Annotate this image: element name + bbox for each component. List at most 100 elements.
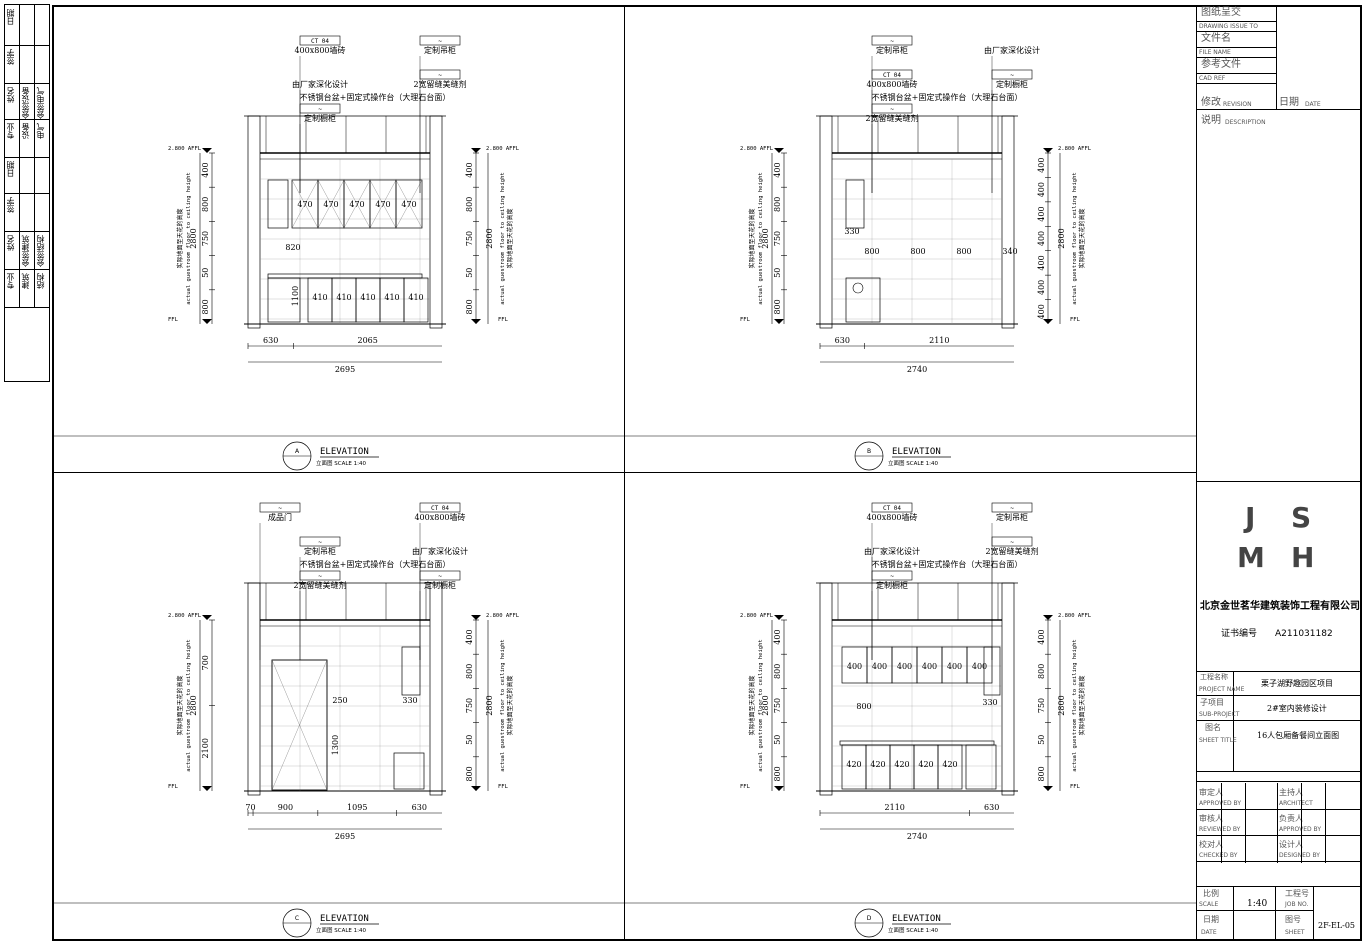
level-arrow <box>1043 786 1053 791</box>
level-arrow <box>202 615 212 620</box>
upper-dim: 470 <box>323 200 338 209</box>
height-note-en: actual guestroom floor to ceiling height <box>1072 172 1078 304</box>
lower-dim: 410 <box>384 293 399 302</box>
approvals-table: 审定人 APPROVED BY 主持人 ARCHITECT 审核人 REVIEW… <box>1197 783 1362 867</box>
callout-code: ~ <box>1010 505 1014 512</box>
upper-dim: 470 <box>401 200 416 209</box>
callout-text: 400x800墙砖 <box>414 512 465 522</box>
job-label: 工程号 <box>1285 889 1309 898</box>
ffl-marker: FFL <box>498 317 509 323</box>
callout-box <box>299 35 341 46</box>
right-dim: 400 <box>1037 231 1046 246</box>
ffl-marker: FFL <box>740 317 751 323</box>
issue-label: 图纸呈交 <box>1201 7 1241 18</box>
callout-text: 不锈钢台盆+固定式操作台（大理石台面） <box>872 559 1023 569</box>
left-total: 2800 <box>189 695 198 715</box>
right-dim: 50 <box>465 735 474 745</box>
logo-letter-m: M <box>1237 541 1265 574</box>
callout-box <box>871 69 913 80</box>
elevation-subtitle: 立面图 SCALE 1:40 <box>888 459 938 467</box>
title-block: 图纸呈交 DRAWING ISSUE TO 文件名 FILE NAME 参考文件… <box>1197 6 1362 940</box>
height-note: 实际地面至天花的高度 <box>1078 675 1086 735</box>
strip-row: 姓名会签建筑会签结构 <box>5 231 49 270</box>
level-arrow <box>774 148 784 153</box>
level-arrow <box>1043 148 1053 153</box>
callout-text: 定制橱柜 <box>876 580 908 590</box>
ffl-marker: FFL <box>498 784 509 790</box>
bottom-dim: 630 <box>412 803 427 812</box>
callout-text: 2宽留缝美缝剂 <box>293 580 346 590</box>
right-dim: 400 <box>1037 280 1046 295</box>
left-dim: 800 <box>773 664 782 679</box>
upper-dim: 340 <box>1002 247 1017 256</box>
callout-box <box>871 570 913 581</box>
callout-box <box>419 570 461 581</box>
right-dim: 400 <box>1037 182 1046 197</box>
entry-door <box>271 659 328 791</box>
callout-text: 由厂家深化设计 <box>292 79 348 89</box>
height-note: 实际地面至天花的高度 <box>176 675 184 735</box>
approval-label-en: APPROVED BY <box>1279 826 1322 833</box>
right-dim: 750 <box>465 698 474 713</box>
revision-label: 修改 <box>1201 97 1221 108</box>
right-dim: 50 <box>1037 735 1046 745</box>
callout-text: 定制橱柜 <box>996 79 1028 89</box>
upper-dim: 800 <box>910 247 925 256</box>
level-arrow <box>774 615 784 620</box>
lower-dim: 420 <box>846 760 861 769</box>
scale-block: 比例 SCALE 1:40 工程号 JOB NO. 日期 DATE 图号 SHE… <box>1197 886 1362 940</box>
callout-box <box>871 103 913 114</box>
logo-letter-s: S <box>1291 501 1312 534</box>
wall-left <box>819 582 833 796</box>
sheet-number: 2F-EL-05 <box>1318 921 1356 930</box>
callout-code: CT 04 <box>883 72 901 79</box>
countertop <box>267 273 423 279</box>
left-dim: 800 <box>773 197 782 212</box>
right-dim: 750 <box>465 231 474 246</box>
callout-text: 不锈钢台盆+固定式操作台（大理石台面） <box>300 92 451 102</box>
level-arrow <box>1043 319 1053 324</box>
callout-box <box>299 570 341 581</box>
level-arrow <box>471 319 481 324</box>
callout-text: 400x800墙砖 <box>294 45 345 55</box>
bottom-dim: 630 <box>835 336 850 345</box>
bottom-dim: 2110 <box>929 336 949 345</box>
sheet-no-label-en: SHEET <box>1285 929 1305 936</box>
sheet-title-label-en: SHEET TITLE <box>1199 737 1237 744</box>
upper-dim: 470 <box>375 200 390 209</box>
lower-dim: 410 <box>336 293 351 302</box>
bottom-total: 2695 <box>335 832 355 841</box>
strip-row: 日期 <box>5 5 49 46</box>
callout-code: CT 04 <box>883 505 901 512</box>
approval-label: 校对人 <box>1199 840 1223 849</box>
left-dim: 400 <box>773 629 782 644</box>
revision-label-en: REVISION <box>1223 101 1252 108</box>
callout-text: 2宽留缝美缝剂 <box>865 113 918 123</box>
callout-code: ~ <box>318 539 322 546</box>
left-dim: 750 <box>201 231 210 246</box>
callout-code: ~ <box>278 505 282 512</box>
sink-unit <box>845 277 881 323</box>
right-dim: 750 <box>1037 698 1046 713</box>
scale-value: 1:40 <box>1247 899 1268 909</box>
callout-text: 定制吊柜 <box>424 45 456 55</box>
file-label-en: FILE NAME <box>1199 49 1231 56</box>
callout-code: ~ <box>438 38 442 45</box>
elevation-subtitle: 立面图 SCALE 1:40 <box>316 459 366 467</box>
elevation-id: A <box>295 448 300 455</box>
door-swing <box>343 179 371 229</box>
left-dim: 750 <box>773 698 782 713</box>
callout-box <box>299 536 341 547</box>
callout-code: ~ <box>890 38 894 45</box>
revision-date-label-en: DATE <box>1305 101 1321 108</box>
scale-label-en: SCALE <box>1199 901 1219 908</box>
subproject-name: 2#室内装修设计 <box>1267 704 1327 713</box>
elevation-title: ELEVATION <box>892 447 941 457</box>
left-total: 2800 <box>761 695 770 715</box>
countertop <box>839 740 995 746</box>
upper-dim: 400 <box>847 662 862 671</box>
wall-shelf <box>401 646 421 696</box>
height-note: 实际地面至天花的高度 <box>506 208 514 268</box>
left-total: 2800 <box>761 228 770 248</box>
upper-dim: 330 <box>844 227 859 236</box>
